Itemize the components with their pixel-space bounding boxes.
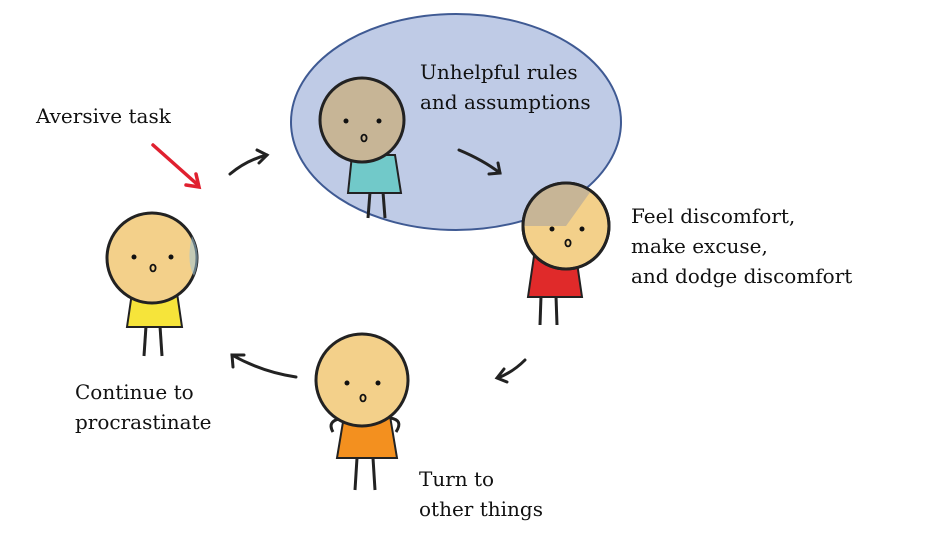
label-feel-discomfort: Feel discomfort, make excuse, and dodge …	[631, 204, 853, 288]
figure-orange-legs	[353, 457, 377, 491]
figure-yellow-legs	[142, 325, 164, 357]
figure-teal-head	[318, 76, 406, 164]
arrow-rules-to-discomfort	[457, 148, 502, 176]
figure-orange	[314, 332, 410, 491]
figure-teal-legs	[366, 191, 387, 219]
arrow-discomfort-to-turn	[494, 358, 527, 384]
figure-yellow-head	[105, 211, 199, 305]
figure-orange-head	[314, 332, 410, 428]
figure-teal	[318, 76, 406, 219]
label-turn-to-other-things: Turn to other things	[419, 467, 543, 521]
aversive-task-pointer-arrow	[151, 143, 202, 190]
arrow-turn-to-continue	[230, 353, 298, 379]
label-aversive-task: Aversive task	[36, 104, 171, 128]
arrow-task-to-rules	[228, 148, 270, 176]
label-continue-to-procrastinate: Continue to procrastinate	[75, 380, 212, 434]
figure-red-legs	[538, 295, 559, 326]
figure-red	[521, 181, 611, 326]
label-unhelpful-rules: Unhelpful rules and assumptions	[420, 60, 591, 114]
figure-yellow	[105, 211, 199, 357]
